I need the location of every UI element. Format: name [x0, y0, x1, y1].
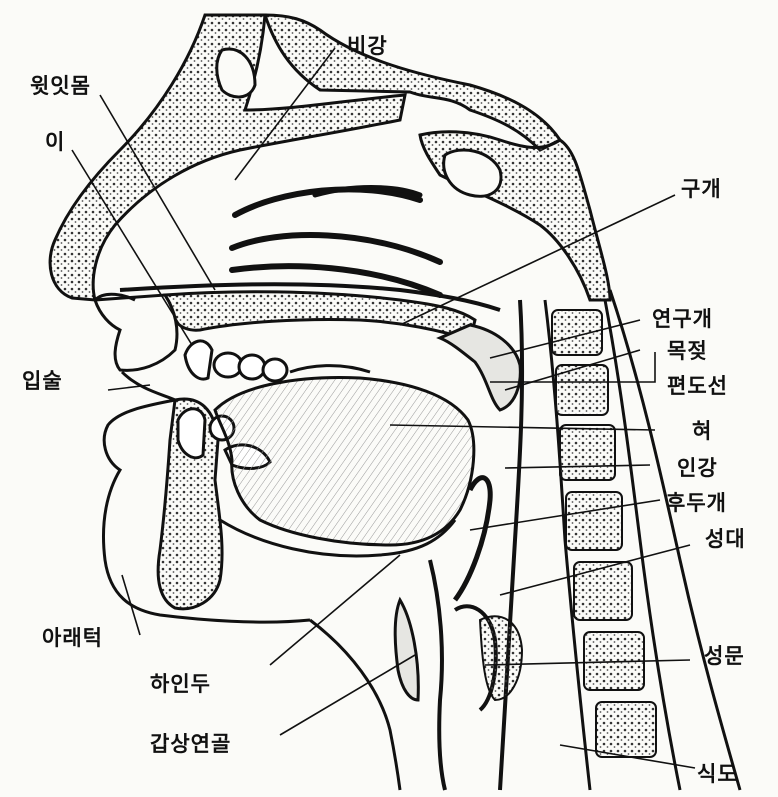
- turbinate-2: [232, 235, 440, 262]
- tongue: [215, 377, 474, 545]
- label-tongue: 혀: [692, 415, 712, 445]
- label-esophagus: 식도: [697, 758, 738, 788]
- label-vocal-cords: 성대: [705, 523, 746, 553]
- label-hard-palate: 구개: [681, 173, 722, 203]
- label-nasal-cavity: 비강: [347, 30, 388, 60]
- upper-teeth: [185, 341, 370, 381]
- label-uvula: 목젖: [667, 335, 708, 365]
- label-thyroid-cartilage: 갑상연골: [150, 728, 231, 758]
- label-upper-gum: 윗잇몸: [30, 70, 91, 100]
- upper-lip: [95, 295, 177, 370]
- label-pharynx: 인강: [677, 452, 718, 482]
- label-glottis: 성문: [704, 640, 745, 670]
- label-soft-palate: 연구개: [652, 303, 713, 333]
- label-lips: 입술: [22, 365, 63, 395]
- label-teeth: 이: [45, 126, 65, 156]
- arytenoid: [480, 616, 522, 700]
- label-tonsil: 편도선: [667, 370, 728, 400]
- neck-front: [310, 620, 400, 790]
- thyroid-cartilage: [395, 600, 418, 700]
- soft-palate: [440, 325, 520, 410]
- label-epiglottis: 후두개: [666, 487, 727, 517]
- label-lower-jaw: 아래턱: [42, 622, 103, 652]
- hard-palate: [165, 292, 475, 340]
- label-hypopharynx: 하인두: [150, 668, 211, 698]
- larynx: [430, 560, 445, 790]
